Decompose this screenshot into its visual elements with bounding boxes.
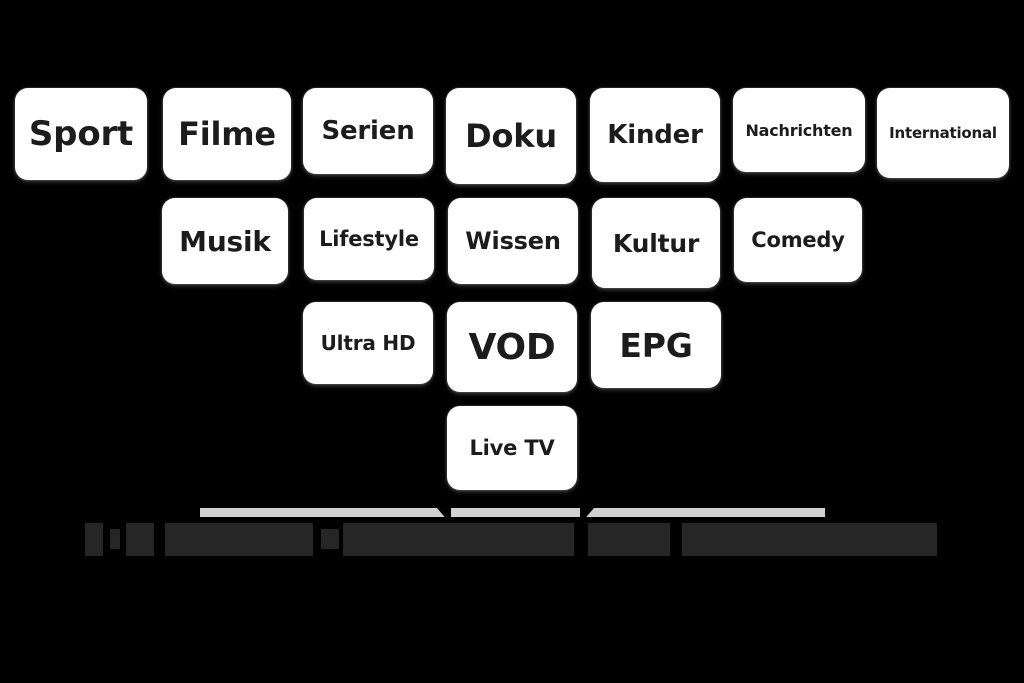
- category-tile-musik[interactable]: Musik: [162, 198, 288, 284]
- category-tile-label: EPG: [619, 325, 693, 365]
- redacted-block: [109, 529, 120, 549]
- category-tile-live-tv[interactable]: Live TV: [447, 406, 577, 490]
- category-tile-vod[interactable]: VOD: [447, 302, 577, 392]
- category-tile-label: Lifestyle: [319, 227, 419, 251]
- word-cloud-row: Sport Filme Serien Doku Kinder Nachrichten Int…: [0, 88, 1024, 184]
- redacted-block: [682, 522, 938, 556]
- category-tile-label: Wissen: [465, 227, 561, 255]
- category-tile-filme[interactable]: Filme: [163, 88, 291, 180]
- category-tile-comedy[interactable]: Comedy: [734, 198, 862, 282]
- category-tile-label: Kinder: [607, 120, 703, 150]
- category-tile-label: Filme: [178, 115, 276, 153]
- category-tile-international[interactable]: International: [877, 88, 1009, 178]
- redacted-gap: [574, 526, 588, 552]
- redacted-caption-text: [85, 522, 938, 556]
- word-cloud-row: Ultra HD VOD EPG: [0, 302, 1024, 392]
- category-tile-sport[interactable]: Sport: [15, 88, 147, 180]
- category-tile-label: Serien: [321, 116, 415, 146]
- redacted-block: [320, 529, 339, 549]
- category-tile-label: Nachrichten: [745, 120, 853, 140]
- category-word-cloud: Sport Filme Serien Doku Kinder Nachrichten Int…: [0, 88, 1024, 504]
- redacted-gap: [103, 526, 110, 552]
- category-tile-label: Musik: [179, 224, 271, 258]
- progress-notch-left: [437, 508, 451, 517]
- category-tile-kultur[interactable]: Kultur: [592, 198, 720, 288]
- category-tile-label: Doku: [465, 117, 557, 155]
- category-tile-label: Comedy: [751, 228, 845, 252]
- category-tile-label: International: [889, 124, 997, 142]
- category-tile-wissen[interactable]: Wissen: [448, 198, 578, 284]
- category-tile-label: Ultra HD: [320, 331, 416, 355]
- redacted-gap: [154, 526, 165, 552]
- category-tile-ultra-hd[interactable]: Ultra HD: [303, 302, 433, 384]
- category-tile-label: Kultur: [612, 228, 700, 258]
- redacted-block: [164, 522, 313, 556]
- category-tile-serien[interactable]: Serien: [303, 88, 433, 174]
- category-tile-doku[interactable]: Doku: [446, 88, 576, 184]
- redacted-block: [342, 522, 575, 556]
- redacted-block: [125, 522, 154, 556]
- redacted-gap: [313, 526, 321, 552]
- progress-bar[interactable]: [200, 508, 825, 517]
- category-tile-label: Live TV: [469, 436, 555, 460]
- redacted-gap: [670, 526, 682, 552]
- redacted-block: [588, 522, 671, 556]
- category-tile-kinder[interactable]: Kinder: [590, 88, 720, 182]
- category-tile-nachrichten[interactable]: Nachrichten: [733, 88, 865, 172]
- word-cloud-row: Live TV: [0, 406, 1024, 490]
- category-tile-lifestyle[interactable]: Lifestyle: [304, 198, 434, 280]
- category-tile-label: VOD: [468, 326, 556, 368]
- category-tile-label: Sport: [28, 114, 134, 154]
- category-tile-epg[interactable]: EPG: [591, 302, 721, 388]
- caption-area: [0, 500, 1024, 570]
- redacted-block: [85, 522, 103, 556]
- word-cloud-row: Musik Lifestyle Wissen Kultur Comedy: [0, 198, 1024, 288]
